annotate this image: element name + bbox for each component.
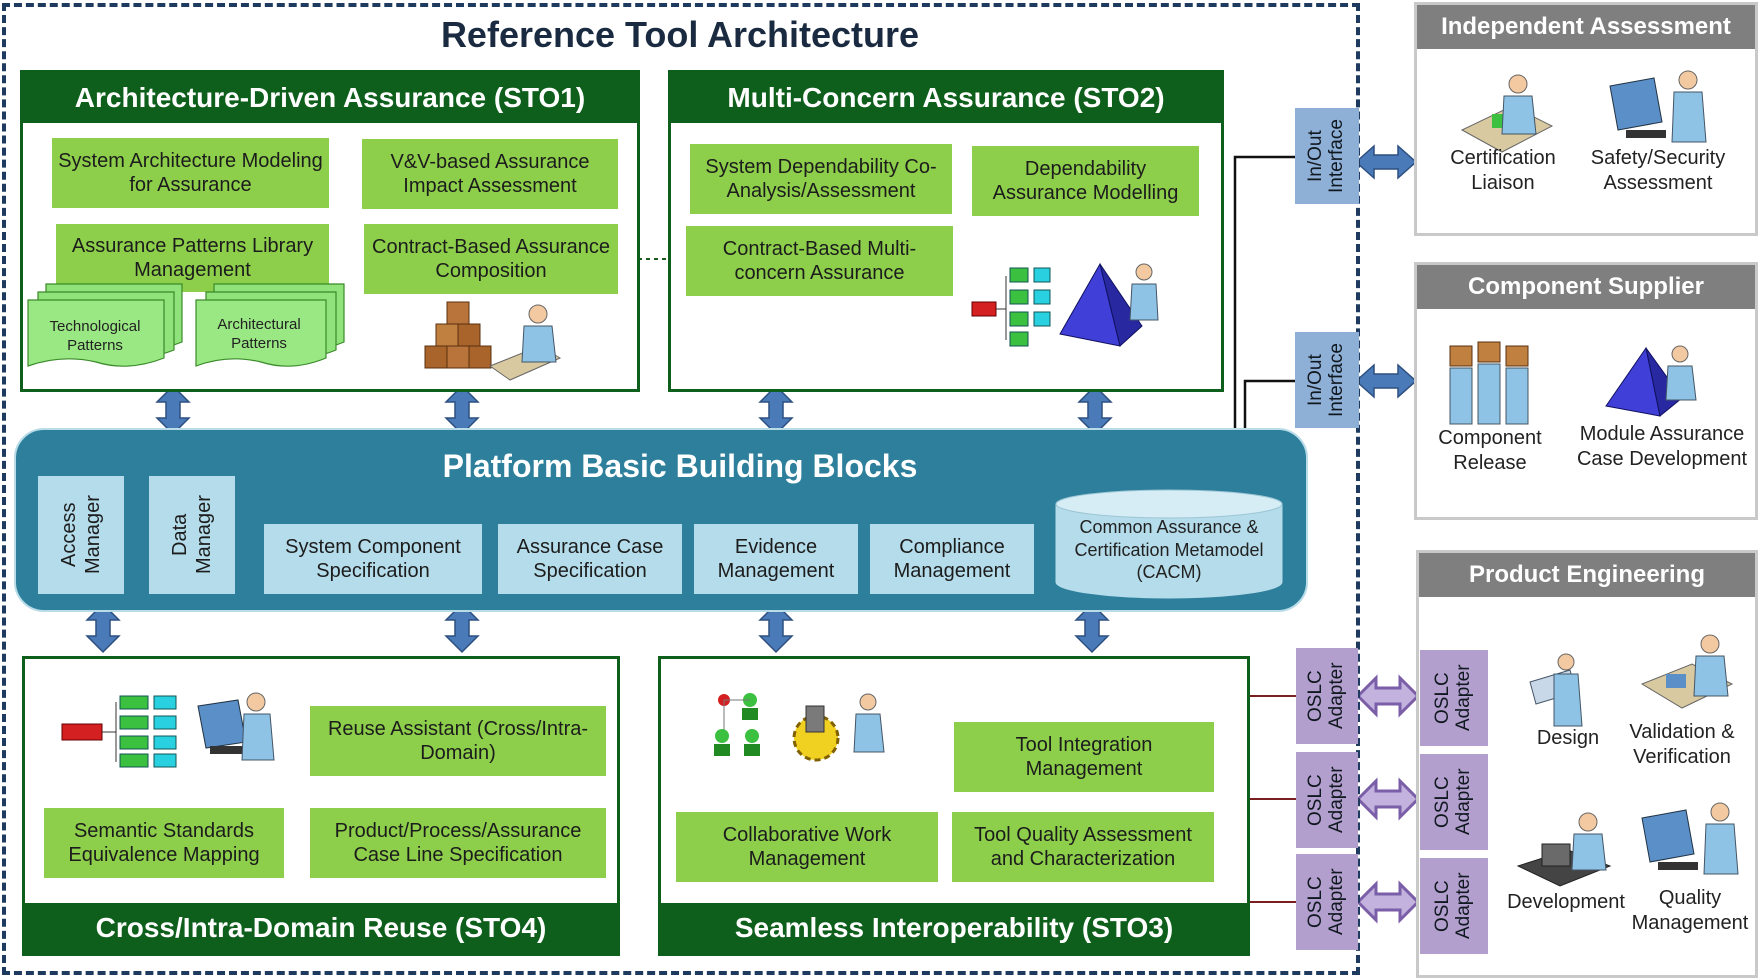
boxes-worker-icon	[424, 301, 562, 381]
quality-management-label: Quality Management	[1631, 887, 1749, 934]
tree-workstation-icon	[61, 692, 275, 768]
team-gears-icon	[714, 693, 885, 762]
sto1-box-patterns-library: Assurance Patterns Library Management	[56, 224, 329, 292]
line-interface-1	[1233, 155, 1295, 440]
sto3-box-tool-integration: Tool Integration Management	[954, 722, 1214, 792]
sto3-title: Seamless Interoperability (STO3)	[661, 903, 1247, 953]
sto2-box-dependability-coanalysis: System Dependability Co-Analysis/Assessm…	[690, 144, 952, 214]
oslc-adapter-label: OSLC Adapter	[1432, 664, 1474, 732]
platform-title: Platform Basic Building Blocks	[442, 448, 918, 484]
data-manager-box: Data Manager	[149, 476, 235, 594]
safety-security-icon	[1609, 70, 1707, 143]
design-label: Design	[1536, 727, 1600, 749]
sto4-box-reuse-assistant: Reuse Assistant (Cross/Intra-Domain)	[310, 706, 606, 776]
module-assurance-icon	[1605, 345, 1697, 417]
reference-frame	[2, 3, 1360, 975]
module-assurance-label: Module Assurance Case Development	[1576, 423, 1748, 470]
arrow-adapter-3	[1356, 882, 1420, 922]
validation-verification-label: Validation & Verification	[1629, 721, 1735, 768]
interface-label-1: In/Out Interface	[1305, 119, 1347, 193]
sto3-box-tool-quality: Tool Quality Assessment and Characteriza…	[952, 812, 1214, 882]
sto2-box-dependability-modelling: Dependability Assurance Modelling	[972, 146, 1199, 216]
quality-management-icon	[1641, 802, 1739, 875]
diagram-title: Reference Tool Architecture	[440, 14, 920, 55]
component-supplier-title: Component Supplier	[1417, 265, 1755, 309]
interface-box-1: In/Out Interface	[1295, 108, 1359, 204]
access-manager-box: Access Manager	[38, 476, 124, 594]
platform-block-evidence: Evidence Management	[694, 524, 858, 594]
oslc-adapter-label: OSLC Adapter	[1305, 766, 1347, 834]
arrow-interface-independent	[1355, 145, 1417, 179]
oslc-adapter-left-2: OSLC Adapter	[1296, 752, 1358, 848]
line-interface-2	[1243, 379, 1295, 440]
tree-pyramid-icon	[971, 262, 1159, 347]
oslc-adapter-right-3: OSLC Adapter	[1420, 858, 1488, 954]
product-engineering-title: Product Engineering	[1419, 553, 1755, 597]
arrow-interface-supplier	[1355, 364, 1417, 398]
platform-block-compliance: Compliance Management	[870, 524, 1034, 594]
platform-block-assurance-case: Assurance Case Specification	[498, 524, 682, 594]
sto1-box-contract-composition: Contract-Based Assurance Composition	[364, 224, 618, 294]
sto4-box-semantic-mapping: Semantic Standards Equivalence Mapping	[44, 808, 284, 878]
sto1-title: Architecture-Driven Assurance (STO1)	[23, 73, 637, 123]
sto2-title: Multi-Concern Assurance (STO2)	[671, 73, 1221, 123]
arrow-adapter-2	[1356, 779, 1420, 819]
oslc-adapter-label: OSLC Adapter	[1305, 662, 1347, 730]
access-manager-label: Access Manager	[58, 495, 104, 575]
architectural-patterns-label: Architectural Patterns	[217, 316, 301, 352]
development-label: Development	[1507, 891, 1625, 913]
sto3-box-collaborative-work: Collaborative Work Management	[676, 812, 938, 882]
oslc-adapter-label: OSLC Adapter	[1432, 768, 1474, 836]
cacm-label: Common Assurance & Certification Metamod…	[1074, 517, 1264, 582]
arrow-adapter-1	[1356, 676, 1420, 716]
interface-label-2: In/Out Interface	[1305, 343, 1347, 417]
technological-patterns-label: Technological Patterns	[49, 318, 141, 354]
independent-assessment-title: Independent Assessment	[1417, 5, 1755, 49]
validation-verification-icon	[1640, 634, 1734, 709]
sto3-panel: Seamless Interoperability (STO3)	[658, 656, 1250, 956]
sto1-box-vv-impact: V&V-based Assurance Impact Assessment	[362, 139, 618, 209]
interface-box-2: In/Out Interface	[1295, 332, 1359, 428]
component-release-label: Component Release	[1438, 427, 1542, 474]
design-icon	[1529, 653, 1583, 727]
cacm-cylinder	[1055, 489, 1283, 599]
sto2-box-contract-multiconcern: Contract-Based Multi-concern Assurance	[686, 226, 953, 296]
safety-security-label: Safety/Security Assessment	[1590, 147, 1726, 194]
sto4-title: Cross/Intra-Domain Reuse (STO4)	[25, 903, 617, 953]
oslc-adapter-label: OSLC Adapter	[1305, 868, 1347, 936]
oslc-adapter-left-3: OSLC Adapter	[1296, 854, 1358, 950]
sto4-box-case-line: Product/Process/Assurance Case Line Spec…	[310, 808, 606, 878]
platform-block-system-component: System Component Specification	[264, 524, 482, 594]
oslc-adapter-right-1: OSLC Adapter	[1420, 650, 1488, 746]
oslc-adapter-left-1: OSLC Adapter	[1296, 648, 1358, 744]
sto1-box-architecture-modeling: System Architecture Modeling for Assuran…	[52, 138, 329, 208]
certification-liaison-icon	[1460, 74, 1554, 153]
pattern-documents	[27, 283, 345, 367]
component-release-icon	[1449, 341, 1529, 425]
data-manager-label: Data Manager	[169, 495, 215, 575]
development-icon	[1516, 812, 1612, 887]
oslc-adapter-right-2: OSLC Adapter	[1420, 754, 1488, 850]
certification-liaison-label: Certification Liaison	[1450, 147, 1556, 194]
oslc-adapter-label: OSLC Adapter	[1432, 872, 1474, 940]
